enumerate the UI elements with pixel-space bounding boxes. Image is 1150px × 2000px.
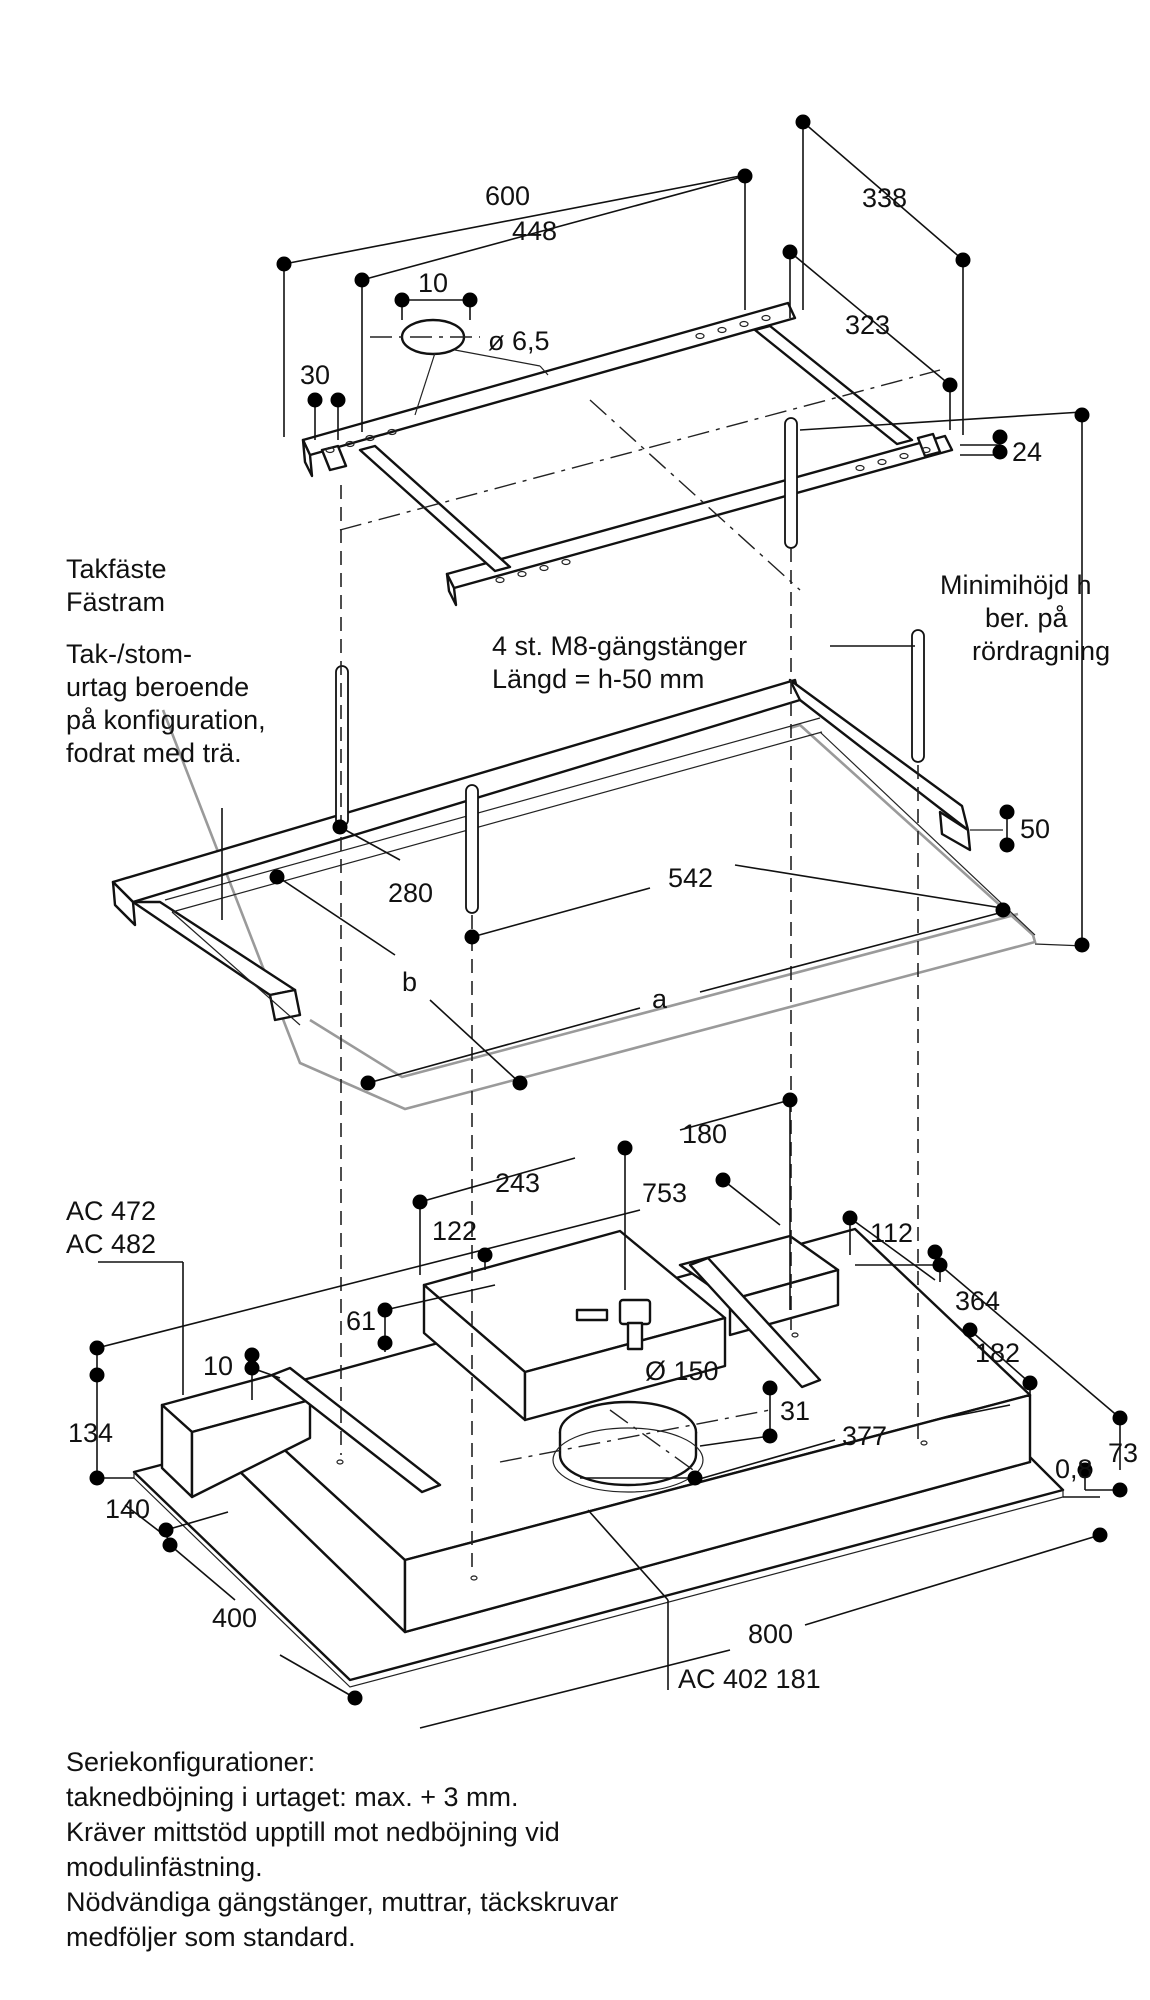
dim-182: 182	[975, 1338, 1020, 1368]
note-line: Seriekonfigurationer:	[66, 1747, 316, 1777]
dim-448: 448	[512, 216, 557, 246]
dim-73: 73	[1108, 1438, 1138, 1468]
dim-364: 364	[955, 1286, 1000, 1316]
label-minhojd-1: Minimihöjd h	[940, 570, 1092, 600]
mounting-frame	[301, 301, 954, 607]
label-minhojd-2: ber. på	[985, 603, 1069, 633]
dim-112: 112	[870, 1218, 913, 1248]
hood-module	[132, 1227, 1065, 1688]
dim-243: 243	[495, 1168, 540, 1198]
dimension-labels: 600 448 338 10 ø 6,5 30 323 24 50 280 54…	[68, 181, 1138, 1649]
rod-alignment-lines	[340, 485, 919, 1575]
label-tak-stom-4: fodrat med trä.	[66, 738, 242, 768]
dim-134: 134	[68, 1418, 113, 1448]
label-minhojd-3: rördragning	[972, 636, 1110, 666]
label-takfaste: Takfäste	[66, 554, 167, 584]
label-rods-1: 4 st. M8-gängstänger	[492, 631, 747, 661]
dimension-lines	[96, 121, 1121, 1729]
label-fastram: Fästram	[66, 587, 165, 617]
dim-10-bottom: 10	[203, 1351, 233, 1381]
dim-10-top: 10	[418, 268, 448, 298]
dim-24: 24	[1012, 437, 1042, 467]
note-line: modulinfästning.	[66, 1852, 263, 1882]
dim-122: 122	[432, 1216, 477, 1246]
ceiling-recess	[111, 417, 1086, 1111]
label-ac-402-181: AC 402 181	[678, 1664, 821, 1694]
series-notes: Seriekonfigurationer: taknedböjning i ur…	[66, 1745, 766, 1955]
note-line: Kräver mittstöd upptill mot nedböjning v…	[66, 1817, 560, 1847]
dim-31: 31	[780, 1396, 810, 1426]
label-ac-472: AC 472	[66, 1196, 156, 1226]
dim-b: b	[402, 967, 417, 997]
dim-400: 400	[212, 1603, 257, 1633]
dim-a: a	[652, 984, 668, 1014]
dim-600: 600	[485, 181, 530, 211]
dim-377: 377	[842, 1421, 887, 1451]
part-labels: Takfäste Fästram Tak-/stom- urtag beroen…	[66, 554, 1110, 1694]
note-line: taknedböjning i urtaget: max. + 3 mm.	[66, 1782, 519, 1812]
label-ac-482: AC 482	[66, 1229, 156, 1259]
label-tak-stom-3: på konfiguration,	[66, 705, 266, 735]
dim-800: 800	[748, 1619, 793, 1649]
note-line: Nödvändiga gängstänger, muttrar, täckskr…	[66, 1887, 619, 1917]
dim-140: 140	[105, 1494, 150, 1524]
dim-0-8: 0,8	[1055, 1454, 1093, 1484]
label-tak-stom-2: urtag beroende	[66, 672, 249, 702]
label-rods-2: Längd = h-50 mm	[492, 664, 704, 694]
dim-753: 753	[642, 1178, 687, 1208]
label-tak-stom-1: Tak-/stom-	[66, 639, 192, 669]
dim-338: 338	[862, 183, 907, 213]
dim-6-5: ø 6,5	[488, 326, 550, 356]
dim-50: 50	[1020, 814, 1050, 844]
note-line: medföljer som standard.	[66, 1922, 356, 1952]
dim-323: 323	[845, 310, 890, 340]
dim-150: Ø 150	[645, 1356, 719, 1386]
dim-542: 542	[668, 863, 713, 893]
dimension-dots	[89, 114, 1128, 1706]
dim-180: 180	[682, 1119, 727, 1149]
dim-280: 280	[388, 878, 433, 908]
dim-30: 30	[300, 360, 330, 390]
dim-61: 61	[346, 1306, 376, 1336]
